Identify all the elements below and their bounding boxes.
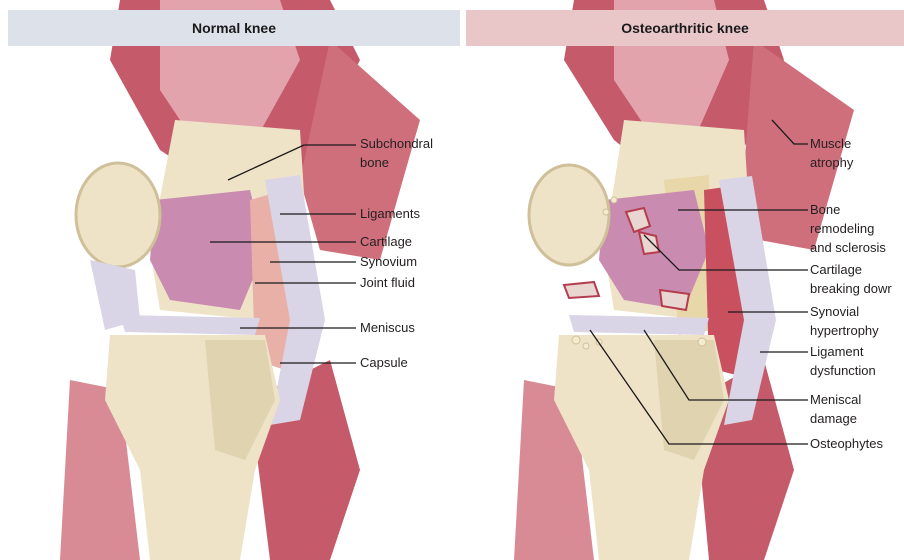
label-synovium: Synovium [360, 252, 417, 271]
label-ligament-dysfunction: Ligament dysfunction [810, 342, 876, 380]
label-meniscal-damage: Meniscal damage [810, 390, 861, 428]
cartilage-lesion-4 [660, 290, 689, 310]
patella-bone-oa [529, 165, 609, 265]
label-joint-fluid: Joint fluid [360, 273, 415, 292]
label-meniscus: Meniscus [360, 318, 415, 337]
label-cartilage-breaking-down: Cartilage breaking dowr [810, 260, 892, 298]
meniscus [120, 315, 260, 335]
patella-bone [76, 163, 160, 267]
normal-knee-title: Normal knee [192, 20, 276, 36]
osteoarthritic-knee-header: Osteoarthritic knee [466, 10, 904, 46]
label-synovial-hypertrophy: Synovial hypertrophy [810, 302, 879, 340]
meniscus-damaged [569, 315, 709, 335]
label-muscle-atrophy: Muscle atrophy [810, 134, 853, 172]
osteoarthritic-knee-panel: Osteoarthritic knee Muscle atrophy Bone … [464, 0, 904, 560]
label-osteophytes: Osteophytes [810, 434, 883, 453]
cartilage-lesion-3 [564, 282, 599, 298]
label-bone-remodeling: Bone remodeling and sclerosis [810, 200, 886, 257]
label-cartilage: Cartilage [360, 232, 412, 251]
label-capsule: Capsule [360, 353, 408, 372]
normal-knee-header: Normal knee [8, 10, 460, 46]
label-subchondral-bone: Subchondral bone [360, 134, 433, 172]
osteoarthritic-knee-title: Osteoarthritic knee [621, 20, 749, 36]
label-ligaments: Ligaments [360, 204, 420, 223]
normal-knee-panel: Normal knee Subchondral bone Ligaments C… [0, 0, 462, 560]
